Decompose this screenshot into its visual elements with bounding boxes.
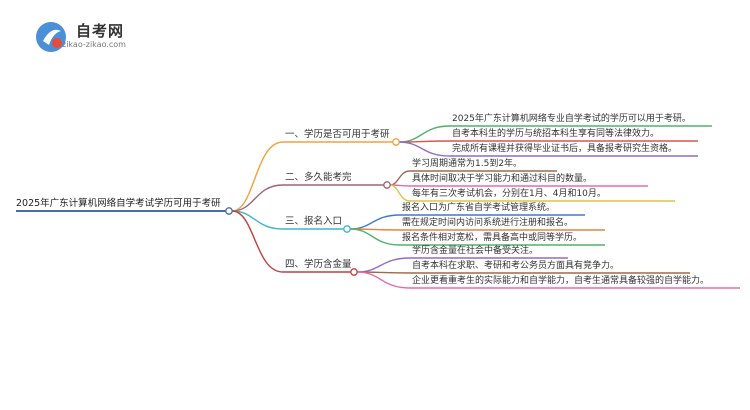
leaf-connector — [389, 184, 411, 202]
leaf-topic-4-1[interactable]: 学历含金量在社会中备受关注。 — [412, 246, 539, 256]
branch-collapse-toggle-3[interactable] — [343, 225, 351, 233]
branch-topic-1[interactable]: 一、学历是否可用于考研 — [285, 129, 390, 140]
branch-connector — [231, 184, 284, 212]
branch-collapse-toggle-1[interactable] — [392, 138, 400, 146]
branch-collapse-toggle-2[interactable] — [383, 181, 391, 189]
site-logo[interactable]: 自考网 zikao-zikao.com — [34, 18, 154, 58]
leaf-connector — [356, 271, 411, 289]
root-collapse-toggle[interactable] — [225, 207, 233, 215]
leaf-topic-1-1[interactable]: 2025年广东计算机网络专业自学考试的学历可以用于考研。 — [452, 114, 691, 124]
leaf-topic-2-3[interactable]: 每年有三次考试机会，分别在1月、4月和10月。 — [412, 189, 606, 199]
branch-collapse-toggle-4[interactable] — [350, 268, 358, 276]
leaf-topic-2-1[interactable]: 学习周期通常为1.5到2年。 — [412, 159, 523, 169]
leaf-connector — [389, 170, 411, 186]
root-topic[interactable]: 2025年广东计算机网络自学考试学历可用于考研 — [16, 198, 221, 209]
branch-connector — [231, 210, 284, 273]
leaf-connector — [398, 125, 451, 143]
leaf-topic-2-2[interactable]: 具体时间取决于学习能力和通过科目的数量。 — [412, 174, 593, 184]
leaf-topic-4-2[interactable]: 自考本科在求职、考研和考公务员方面具有竞争力。 — [412, 261, 620, 271]
branch-connector — [231, 210, 284, 230]
branch-topic-4[interactable]: 四、学历含金量 — [285, 259, 352, 270]
leaf-connector — [349, 228, 401, 246]
logo-url: zikao-zikao.com — [62, 40, 126, 49]
leaf-connector — [398, 141, 451, 157]
leaf-topic-4-3[interactable]: 企业更看重考生的实际能力和自学能力，自考生通常具备较强的自学能力。 — [412, 276, 710, 286]
leaf-connector — [349, 214, 401, 230]
zikao-logo-icon — [36, 22, 66, 52]
leaf-topic-1-3[interactable]: 完成所有课程并获得毕业证书后，具备报考研究生资格。 — [452, 144, 678, 154]
branch-topic-2[interactable]: 二、多久能考完 — [285, 172, 352, 183]
branch-topic-3[interactable]: 三、报名入口 — [285, 216, 343, 227]
leaf-topic-3-1[interactable]: 报名入口为广东省自学考试管理系统。 — [402, 203, 556, 213]
leaf-connector — [356, 257, 411, 273]
leaf-topic-1-2[interactable]: 自考本科生的学历与统招本科生享有同等法律效力。 — [452, 129, 660, 139]
leaf-topic-3-3[interactable]: 报名条件相对宽松，需具备高中或同等学历。 — [402, 233, 583, 243]
leaf-topic-3-2[interactable]: 需在规定时间内访问系统进行注册和报名。 — [402, 218, 574, 228]
branch-connector — [231, 141, 284, 212]
logo-title: 自考网 — [76, 22, 125, 40]
